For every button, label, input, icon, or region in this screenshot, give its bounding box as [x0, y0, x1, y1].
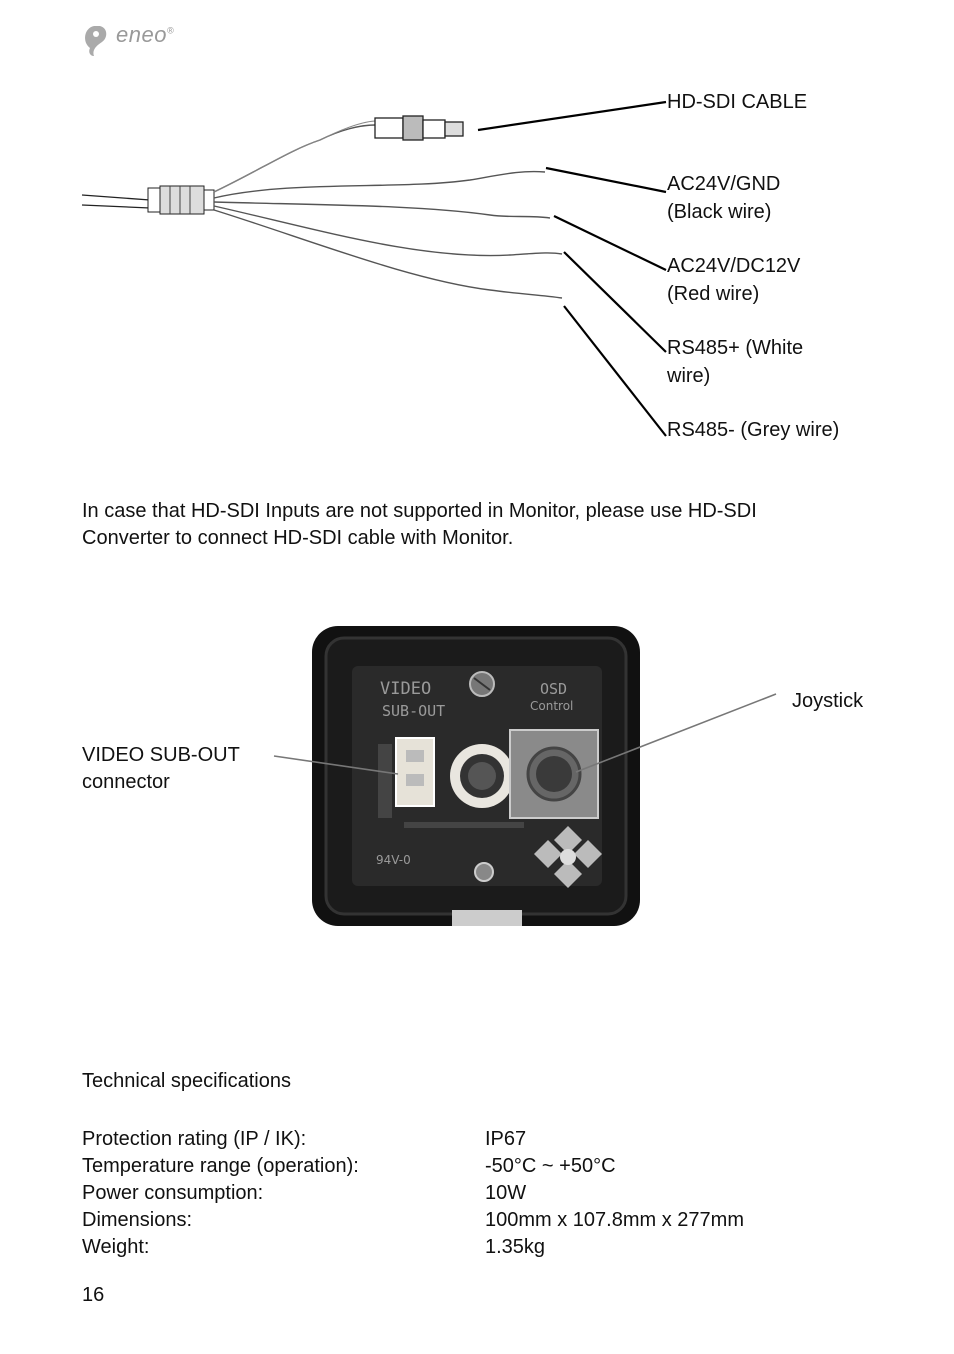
page-number: 16 [82, 1284, 105, 1306]
silk-video: VIDEO [380, 679, 431, 699]
silk-bottom: 94V-0 [376, 853, 411, 867]
spec-row: Protection rating (IP / IK): IP67 [82, 1128, 527, 1150]
board-leader-lines [273, 693, 777, 775]
spec-row: Power consumption: 10W [82, 1182, 527, 1204]
label-joystick: Joystick [792, 690, 864, 712]
spec-title: Technical specifications [82, 1070, 291, 1092]
brand-wordmark: eneo® [116, 22, 175, 47]
spec-row: Dimensions: 100mm x 107.8mm x 277mm [82, 1209, 744, 1231]
hd-sdi-note: In case that HD-SDI Inputs are not suppo… [82, 500, 757, 549]
label-ac24v-gnd: AC24V/GND (Black wire) [667, 173, 781, 223]
label-video-sub-out: VIDEO SUB-OUT connector [82, 744, 240, 793]
silk-control: Control [530, 699, 573, 713]
spec-row: Temperature range (operation): -50°C ~ +… [82, 1155, 616, 1177]
label-hd-sdi-cable: HD-SDI CABLE [667, 91, 808, 113]
spec-table: Protection rating (IP / IK): IP67 Temper… [82, 1126, 744, 1261]
spec-row: Weight: 1.35kg [82, 1236, 546, 1258]
cable-diagram [81, 100, 667, 437]
silk-subout: SUB-OUT [382, 702, 445, 720]
silk-osd: OSD [540, 680, 567, 698]
label-ac24v-dc12v: AC24V/DC12V (Red wire) [667, 255, 801, 305]
camera-board-photo: VIDEO SUB-OUT OSD Control 94V-0 [312, 626, 640, 926]
label-rs485-minus: RS485- (Grey wire) [667, 419, 840, 441]
eneo-logo-icon [85, 26, 107, 56]
label-rs485-plus: RS485+ (White wire) [667, 337, 804, 387]
